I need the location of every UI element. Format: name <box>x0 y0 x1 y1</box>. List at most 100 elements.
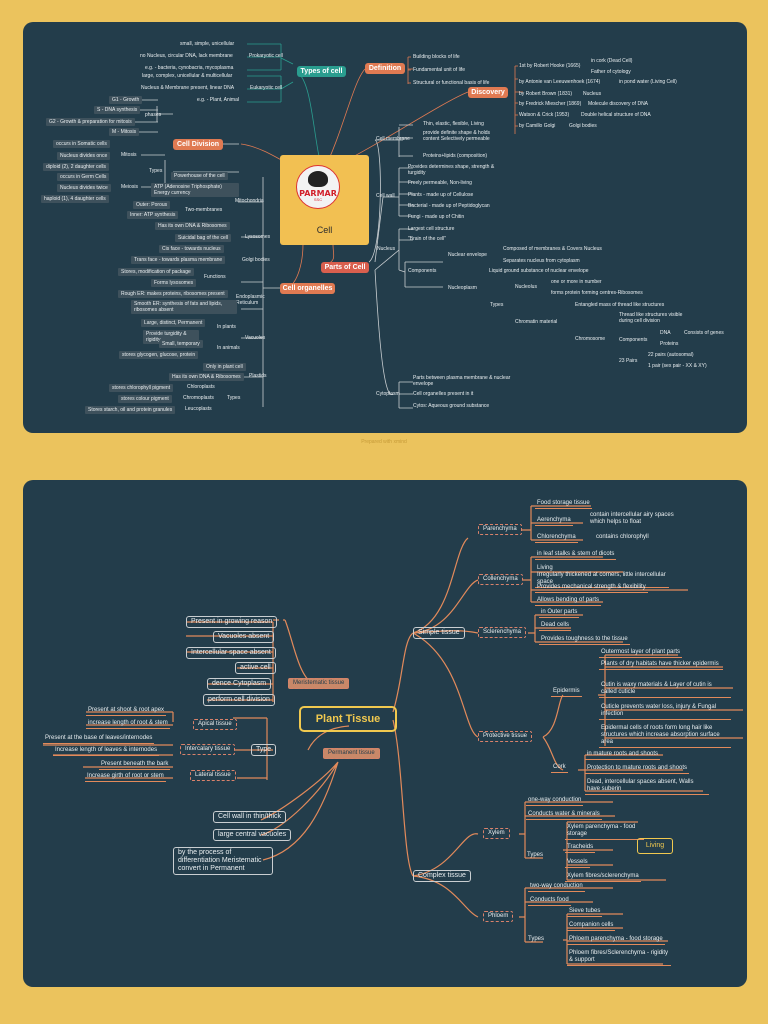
golgi-label: Golgi bodies <box>242 257 270 263</box>
plastid-item: Has its own DNA & Ribosomes <box>169 373 244 381</box>
phloem-item: two-way conduction <box>528 883 585 892</box>
plastid-types: Types <box>227 395 241 401</box>
cytoplasm-item: Cytos: Aqueous ground substance <box>413 403 490 409</box>
chromatin-item: Entangled mass of thread like structures <box>575 302 665 308</box>
sclerenchyma-item: in Outer parts <box>539 609 580 618</box>
discovery-what: Double helical structure of DNA <box>581 112 651 118</box>
permanent-node[interactable]: Permanent tissue <box>323 748 380 759</box>
mitosis-item: Nucleus divides once <box>57 152 111 160</box>
nucleolus-item: forms protein forming centres-Ribosomes <box>551 290 643 296</box>
cork-node[interactable]: Cork <box>551 764 568 773</box>
logo-sub: SSC <box>313 197 323 202</box>
collenchyma-node[interactable]: Collenchyma <box>478 574 523 585</box>
branch-cell-division[interactable]: Cell Division <box>173 139 223 150</box>
meristematic-prop: perform cell division <box>203 694 275 706</box>
functions-label: Functions <box>204 274 226 280</box>
branch-discovery[interactable]: Discovery <box>468 87 508 98</box>
epidermis-item: Epidermal cells of roots form long hair … <box>599 725 731 748</box>
lateral-item: Increase girth of root or stem <box>85 773 166 782</box>
mito-item: Outer: Porous <box>133 201 171 209</box>
intercalary-tissue[interactable]: Intercalary tissue <box>180 744 236 755</box>
sclerenchyma-item: Dead cells <box>539 622 572 631</box>
nucleoplasm-label: Nucleoplasm <box>448 285 477 291</box>
lateral-tissue[interactable]: Lateral tissue <box>190 770 236 781</box>
xylem-type: Vessels <box>565 859 590 868</box>
branch-definition[interactable]: Definition <box>365 63 405 74</box>
living-node[interactable]: Living <box>637 838 673 854</box>
lateral-item: Present beneath the bark <box>99 761 171 770</box>
intercalary-item: Present at the base of leaves/internodes <box>43 735 155 744</box>
epidermis-node[interactable]: Epidermis <box>551 688 582 697</box>
membrane-item: provide definite shape & holds content S… <box>423 130 490 142</box>
mito-item: Inner: ATP synthesis <box>127 211 179 219</box>
collenchyma-item: Provides mechanical strength & flexibili… <box>535 584 648 593</box>
intercalary-item: Increase length of leaves & internodes <box>53 747 160 756</box>
meristematic-node[interactable]: Meristematic tissue <box>288 678 350 689</box>
lysosomes-label: Lysosomes <box>245 234 271 240</box>
chlorenchyma-desc: contains chlorophyll <box>596 534 649 540</box>
cork-item: Dead, intercellular spaces absent, Walls… <box>585 779 709 795</box>
chr-components-label: Components <box>619 337 648 343</box>
protective-tissue-node[interactable]: Protective tissue <box>478 731 533 742</box>
cell-center-card[interactable]: PARMAR SSC Cell <box>280 155 369 245</box>
envelope-label: Nuclear envelope <box>448 252 487 258</box>
cytoplasm-item: Cell organelles present in it <box>413 391 474 397</box>
phloem-type: Phloem fibres/Sclerenchyma - rigidity & … <box>567 950 671 966</box>
plastid-desc: stores colour pigment <box>118 395 172 403</box>
chromosome-item: Thread like structures visible during ce… <box>619 312 683 324</box>
eukaryotic-item: large, complex, unicellular & multicellu… <box>142 73 233 79</box>
nucleoplasm-types: Types <box>490 302 504 308</box>
prokaryotic-label: Prokaryotic cell <box>249 53 283 59</box>
plastid-item: Only in plant cell <box>203 363 246 371</box>
complex-tissue-node[interactable]: Complex tissue <box>413 870 471 882</box>
chromatin-label: Chromatin material <box>515 319 558 325</box>
discovery-what: Molecule discovery of DNA <box>588 101 649 107</box>
branch-parts-of-cell[interactable]: Parts of Cell <box>321 262 369 273</box>
er-item: Smooth ER: synthesis of fats and lipids,… <box>131 300 237 314</box>
sclerenchyma-node[interactable]: Sclerenchyma <box>478 627 527 638</box>
discovery-what: Golgi bodies <box>569 123 597 129</box>
eukaryotic-item: e.g. - Plant, Animal <box>197 97 239 103</box>
phloem-types[interactable]: Types <box>528 936 545 942</box>
apical-tissue[interactable]: Apical tissue <box>193 719 237 730</box>
meristematic-prop: Present in growing reason <box>186 616 278 628</box>
envelope-item: Separates nucleus from cytoplasm <box>503 258 580 264</box>
meiosis-item: Nucleus divides twice <box>57 184 111 192</box>
discovery-who: 1st by Robert Hooke (1665) <box>519 63 581 69</box>
pairs-item: 1 pair (sex pair - XX & XY) <box>648 363 707 369</box>
plant-tissue-mindmap: Plant Tissue Meristematic tissue Present… <box>23 480 747 987</box>
aerenchyma-desc: contain intercellular airy spaces which … <box>590 512 674 525</box>
membrane-item: Proteins+lipids (composition) <box>423 153 488 159</box>
er-label: Endoplasmic Reticulum <box>236 294 265 306</box>
phase-item: G1 - Growth <box>109 96 143 104</box>
membrane-label: Cell membrane <box>376 136 410 142</box>
parenchyma-node[interactable]: Parenchyma <box>478 524 522 535</box>
type-node[interactable]: Type <box>251 744 277 756</box>
mitochondria-label: Mitochondria <box>235 198 264 204</box>
meristematic-prop: active cell <box>235 662 276 674</box>
plant-vac-item: Large, distinct, Permanent <box>141 319 206 327</box>
phloem-node[interactable]: Phloem <box>483 911 514 922</box>
simple-tissue-node[interactable]: Simple tissue <box>413 627 465 639</box>
xylem-node[interactable]: Xylem <box>483 828 510 839</box>
logo-brand: PARMAR <box>299 189 337 198</box>
lysosome-item: Suicidal bag of the cell <box>175 234 232 242</box>
discovery-who: by Robert Brown (1831) <box>519 91 573 97</box>
er-item: Rough ER: makes proteins, ribosomes pres… <box>118 290 228 298</box>
phloem-type: Sieve tubes <box>567 908 603 917</box>
branch-cell-organelles[interactable]: Cell organelles <box>280 283 335 294</box>
vacuoles-label: Vacuoles <box>245 335 266 341</box>
discovery-what: in cork (Dead Cell) <box>591 58 633 64</box>
cell-mindmap: PARMAR SSC Cell Types of cell Definition… <box>23 22 747 433</box>
mitosis-item: occurs in Somatic cells <box>53 140 110 148</box>
phase-item: M - Mitosis <box>109 128 140 136</box>
prokaryotic-item: small, simple, unicellular <box>180 41 235 47</box>
cytoplasm-item: Parts between plasma membrane & nuclear … <box>413 375 511 387</box>
branch-types-of-cell[interactable]: Types of cell <box>297 66 346 77</box>
chr-genes: Consists of genes <box>684 330 724 336</box>
plant-tissue-title[interactable]: Plant Tissue <box>299 706 397 732</box>
discovery-who: Watson & Crick (1953) <box>519 112 570 118</box>
meristematic-prop: dence Cytoplasm <box>207 678 272 690</box>
mitosis-label: Mitosis <box>121 152 137 158</box>
xylem-types[interactable]: Types <box>527 852 544 858</box>
